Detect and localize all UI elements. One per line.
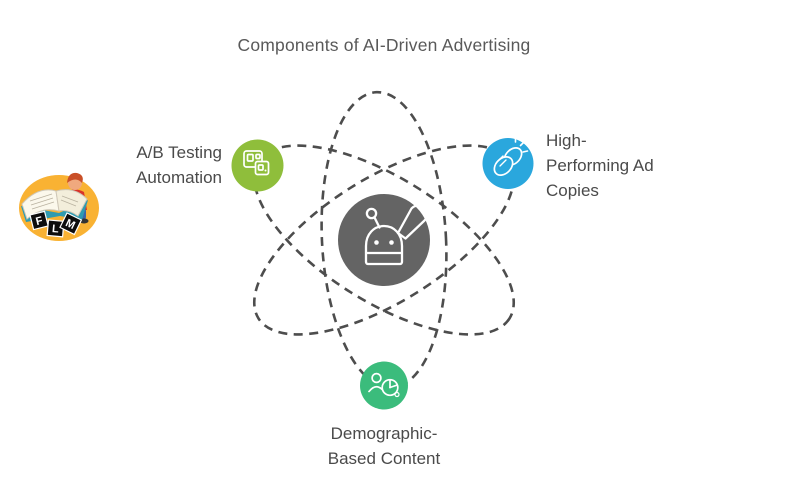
center-circle [338,194,430,286]
logo-letter-tiles: F L M [29,210,83,238]
node-ab-testing-automation [231,139,284,192]
logo-letter-l: L [52,223,60,236]
label-high-performing-ad-copies: High- Performing Ad Copies [546,131,654,200]
logo-tile-f: F [29,210,49,231]
label-ab-testing-automation: A/B Testing Automation [136,143,222,187]
applause-hands-icon [493,136,529,176]
label-demographic-based-content: Demographic- Based Content [327,424,441,468]
logo-tile-l: L [46,219,65,238]
audience-pie-chart-icon [368,372,400,398]
center-node [338,194,430,286]
flm-logo-graphic: F L M [19,172,99,241]
node-demographic-based-content [360,361,408,410]
ai-robot-megaphone-icon [364,204,428,266]
node-high-performing-ad-copies [482,136,534,189]
flm-logo: F L M [14,164,102,242]
logo-letter-f: F [35,215,45,228]
ab-test-variants-icon [243,150,270,176]
logo-tile-m: M [59,212,83,236]
diagram-title: Components of AI-Driven Advertising [237,35,531,55]
